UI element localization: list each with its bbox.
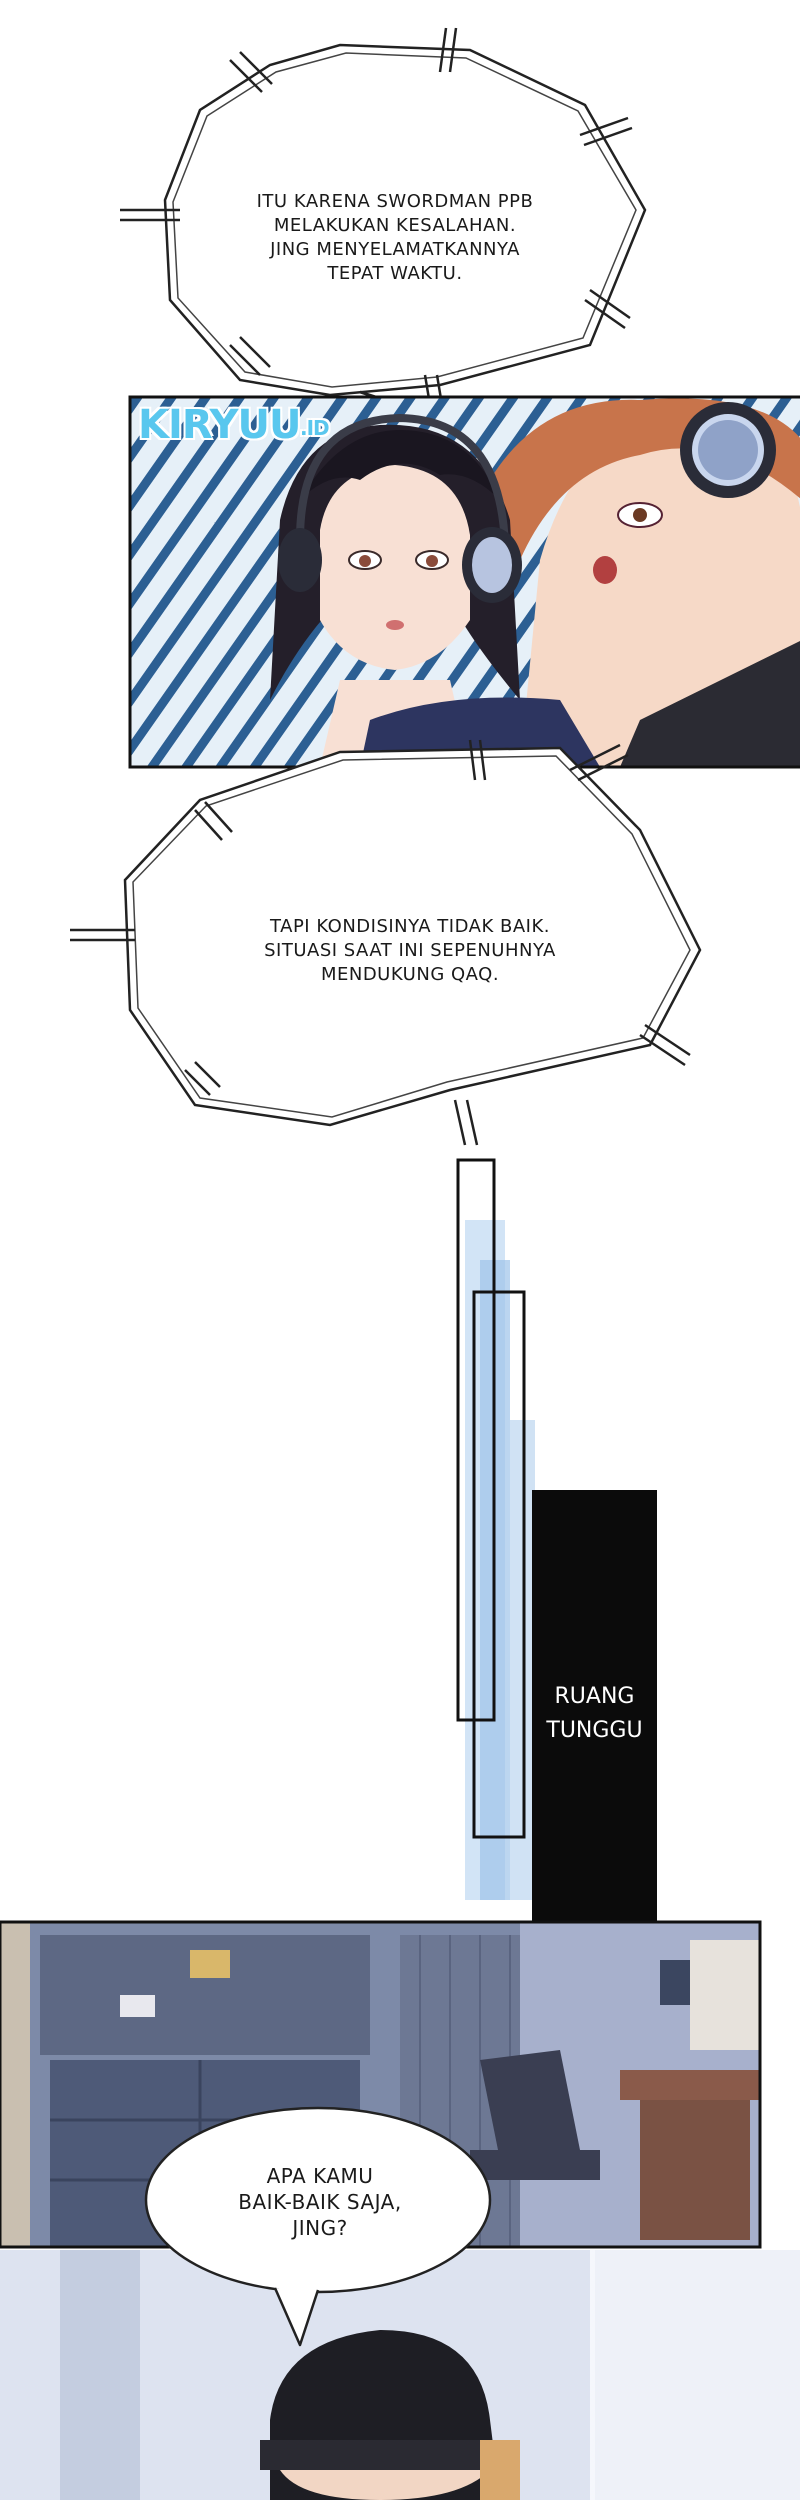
- location-caption-text: RUANG TUNGGU: [546, 1684, 643, 1743]
- watermark-suffix: .ID: [300, 416, 330, 440]
- transition-stripes: [456, 1158, 535, 1900]
- bubble-1-text: ITU KARENA SWORDMAN PPB MELAKUKAN KESALA…: [256, 191, 534, 284]
- bubble-2-text: TAPI KONDISINYA TIDAK BAIK. SITUASI SAAT…: [264, 916, 556, 985]
- speech-bubble-1: [120, 27, 647, 420]
- speech-bubble-2: [70, 739, 702, 1146]
- bubble-3-text: APA KAMU BAIK-BAIK SAJA, JING?: [238, 2164, 402, 2240]
- watermark-logo: KIRYUU: [138, 402, 301, 448]
